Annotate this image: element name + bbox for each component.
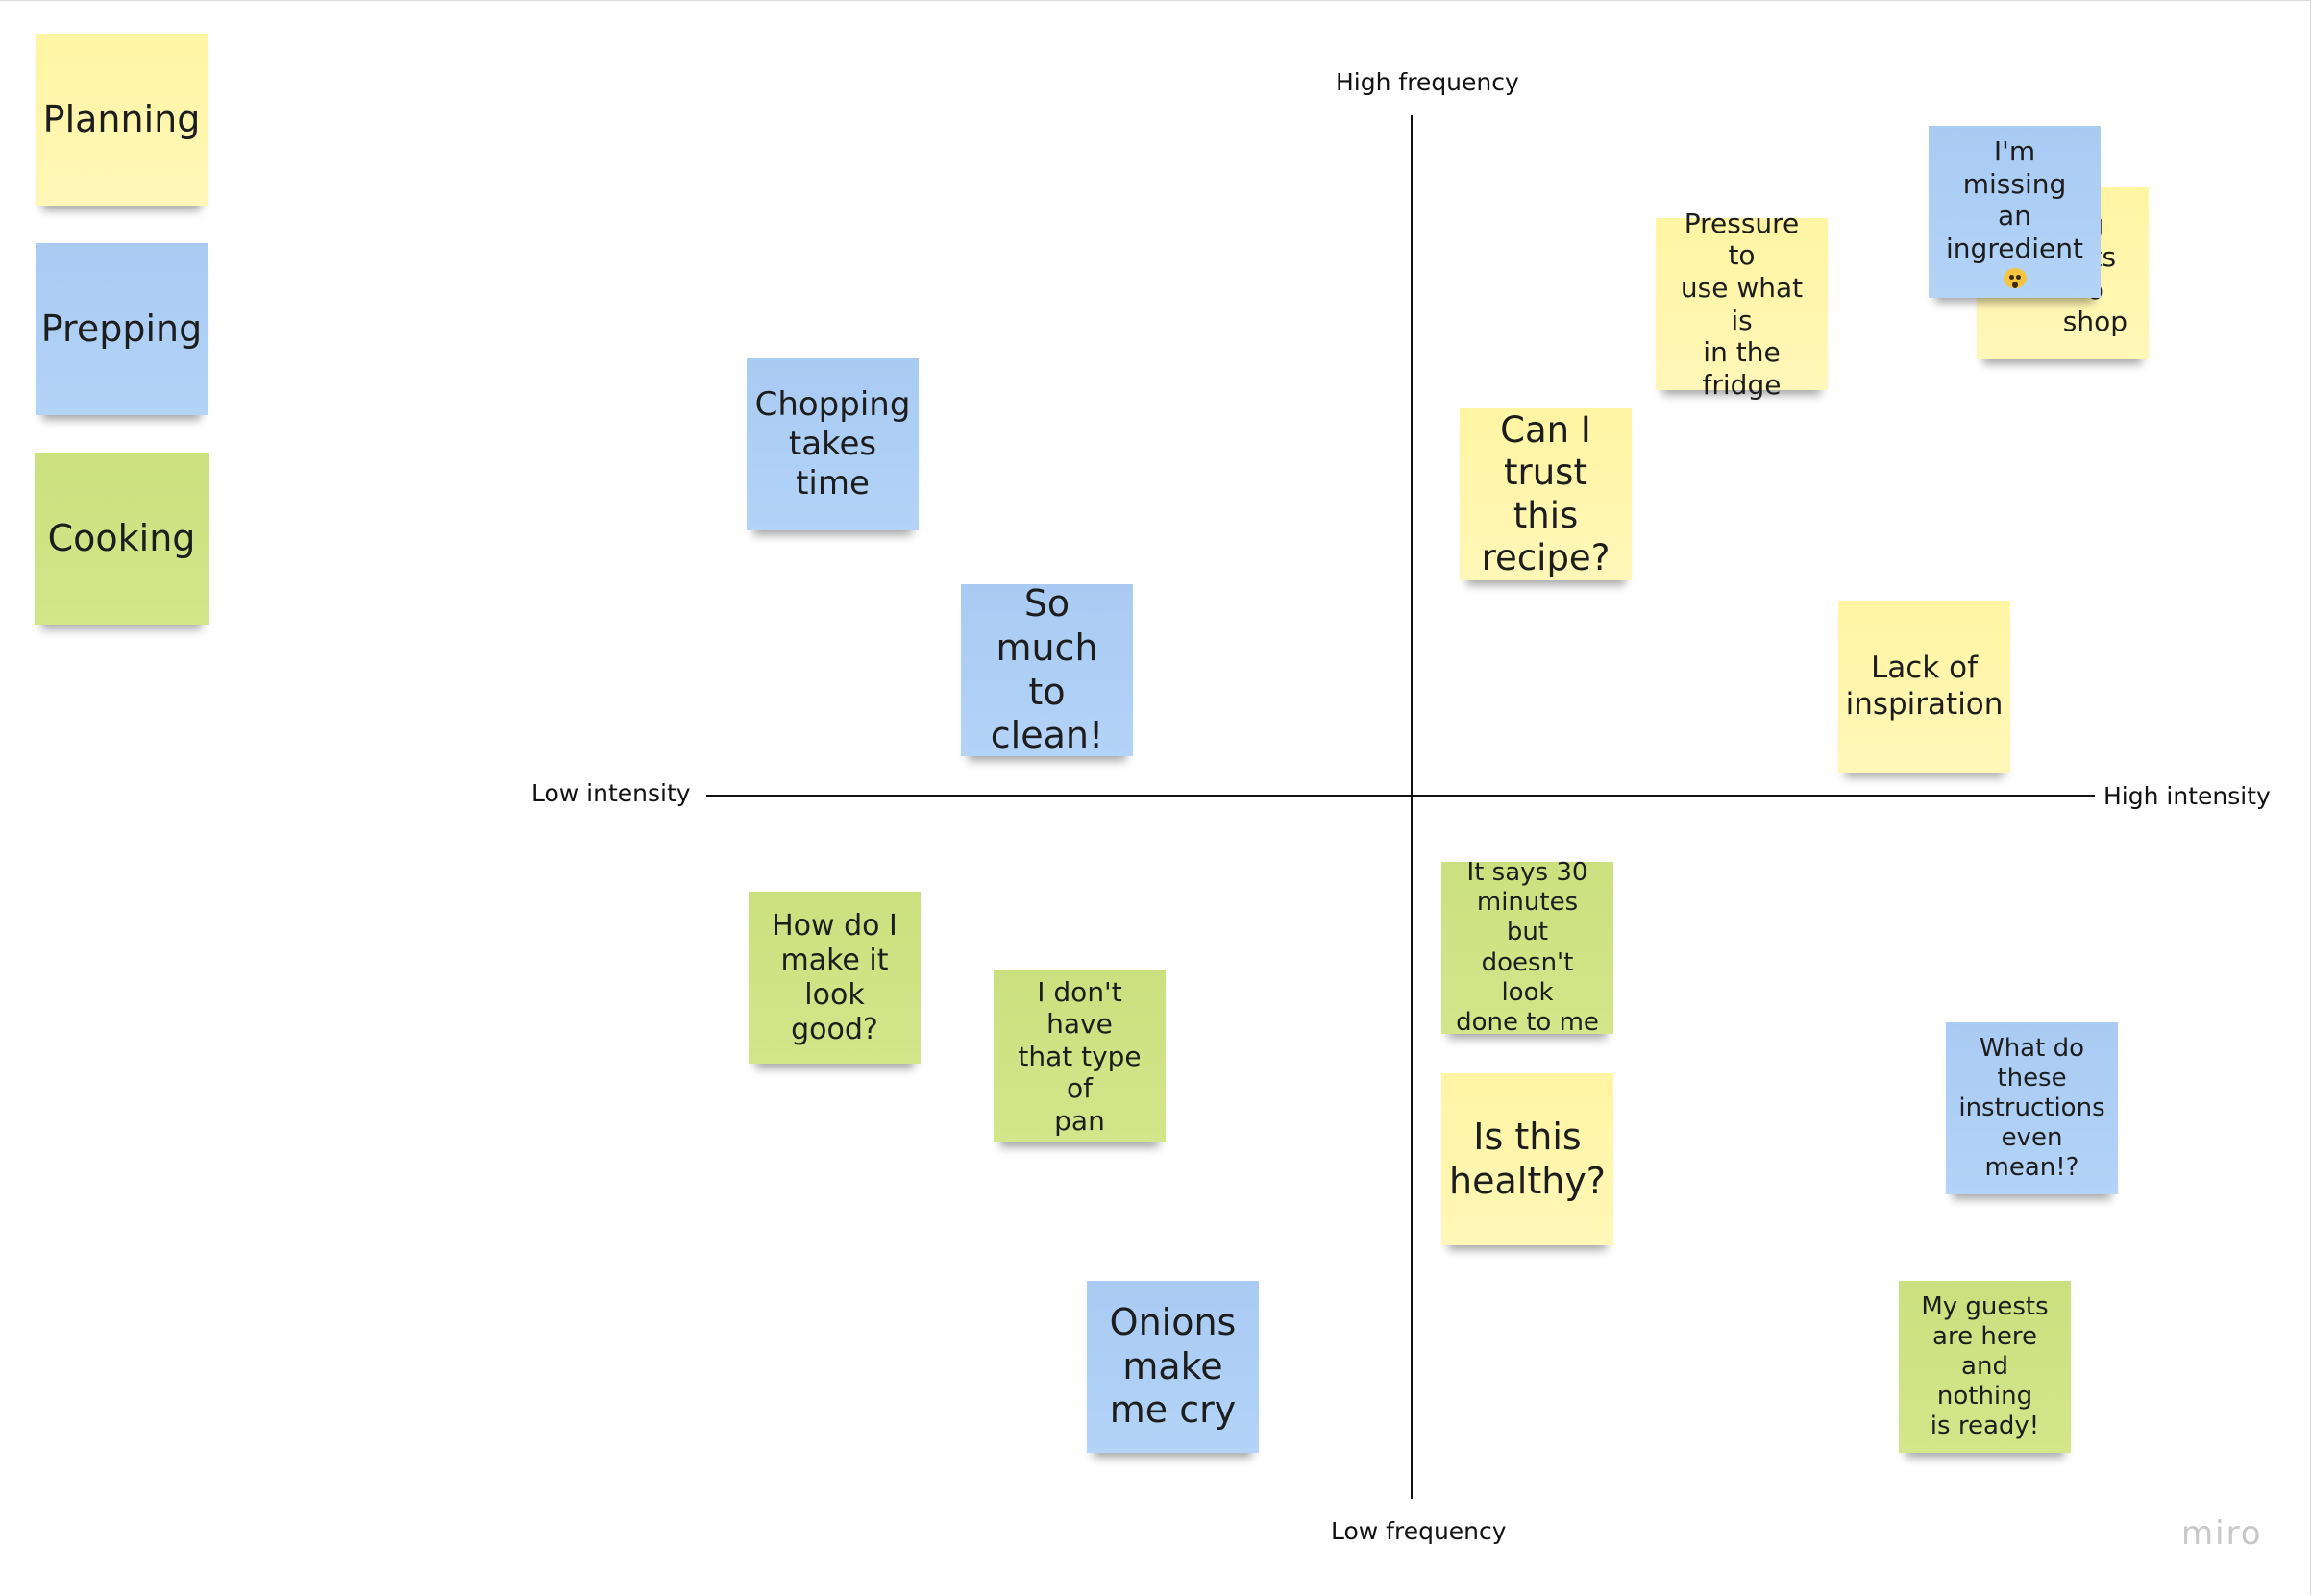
sticky-note-text: My guests are here and nothing is ready! xyxy=(1921,1291,2049,1441)
sticky-note-text: So much to clean! xyxy=(990,582,1104,757)
legend-cooking-label: Cooking xyxy=(47,516,196,559)
sticky-note-text: Can I trust this recipe? xyxy=(1481,408,1611,578)
frequency-axis xyxy=(1411,115,1413,1499)
sticky-note-look-good[interactable]: How do I make it look good? xyxy=(749,892,921,1064)
legend-prepping-label: Prepping xyxy=(40,307,203,350)
sticky-note-instructions[interactable]: What do these instructions even mean!? xyxy=(1946,1022,2118,1194)
scream-emoji-icon xyxy=(2003,268,2027,289)
legend-planning-note[interactable]: Planning xyxy=(36,34,208,206)
sticky-note-text: Is this healthy? xyxy=(1449,1115,1606,1202)
sticky-note-chopping[interactable]: Chopping takes time xyxy=(747,358,919,530)
axis-label-high-intensity: High intensity xyxy=(2103,782,2271,810)
legend-planning-label: Planning xyxy=(42,97,201,140)
sticky-note-inspiration[interactable]: Lack of inspiration xyxy=(1838,601,2010,773)
axis-label-low-intensity: Low intensity xyxy=(531,779,691,807)
sticky-note-clean[interactable]: So much to clean! xyxy=(961,582,1133,757)
sticky-note-text: I don't have that type of pan xyxy=(1018,975,1142,1137)
sticky-note-pan[interactable]: I don't have that type of pan xyxy=(994,970,1166,1142)
sticky-note-text: How do I make it look good? xyxy=(772,908,898,1046)
sticky-note-text: Onions make me cry xyxy=(1109,1301,1237,1432)
sticky-note-guests[interactable]: My guests are here and nothing is ready! xyxy=(1899,1281,2071,1453)
axis-label-high-frequency: High frequency xyxy=(1336,68,1519,96)
sticky-note-onions[interactable]: Onions make me cry xyxy=(1087,1281,1259,1453)
sticky-note-thirty-minutes[interactable]: It says 30 minutes but doesn't look done… xyxy=(1441,858,1613,1037)
sticky-note-text: Pressure to use what is in the fridge xyxy=(1680,207,1804,401)
axis-label-low-frequency: Low frequency xyxy=(1331,1517,1507,1545)
sticky-note-pressure-fridge[interactable]: Pressure to use what is in the fridge xyxy=(1656,208,1828,401)
sticky-note-text: It says 30 minutes but doesn't look done… xyxy=(1456,857,1599,1037)
legend-cooking-note[interactable]: Cooking xyxy=(35,453,209,625)
sticky-note-missing-ingredient[interactable]: I'm missing an ingredient xyxy=(1929,126,2101,298)
legend-prepping-note[interactable]: Prepping xyxy=(36,243,208,415)
sticky-note-healthy[interactable]: Is this healthy? xyxy=(1441,1073,1613,1245)
miro-logo: miro xyxy=(2181,1514,2263,1553)
intensity-axis xyxy=(706,795,2095,797)
sticky-note-text: Lack of inspiration xyxy=(1845,651,2004,722)
sticky-note-text: What do these instructions even mean!? xyxy=(1958,1033,2105,1183)
sticky-note-trust-recipe[interactable]: Can I trust this recipe? xyxy=(1460,408,1632,580)
sticky-note-text: I'm missing an ingredient xyxy=(1946,135,2083,264)
sticky-note-text: Chopping takes time xyxy=(754,385,911,503)
